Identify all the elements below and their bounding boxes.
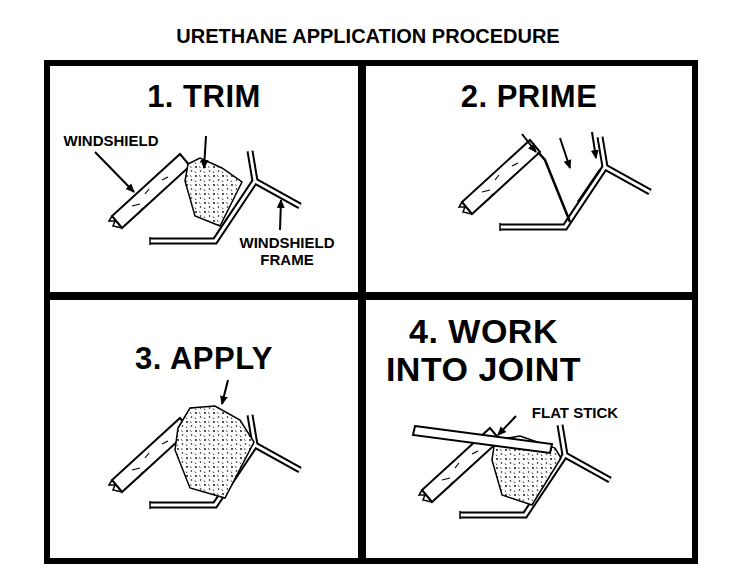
step-heading: 1. TRIM: [50, 78, 358, 116]
step-panel: 4. WORK INTO JOINT: [366, 300, 692, 558]
part-label: WINDSHIELD FRAME: [232, 234, 342, 268]
step-panel: 3. APPLY: [50, 300, 358, 558]
part-label: FLAT STICK: [520, 404, 630, 421]
part-label: WINDSHIELD: [56, 132, 166, 149]
step-panel: 2. PRIME: [366, 66, 692, 292]
step-heading: 4. WORK INTO JOINT: [376, 312, 591, 388]
step-heading: 3. APPLY: [50, 340, 358, 378]
diagram-title: URETHANE APPLICATION PROCEDURE: [0, 24, 736, 48]
step-heading: 2. PRIME: [366, 78, 692, 116]
